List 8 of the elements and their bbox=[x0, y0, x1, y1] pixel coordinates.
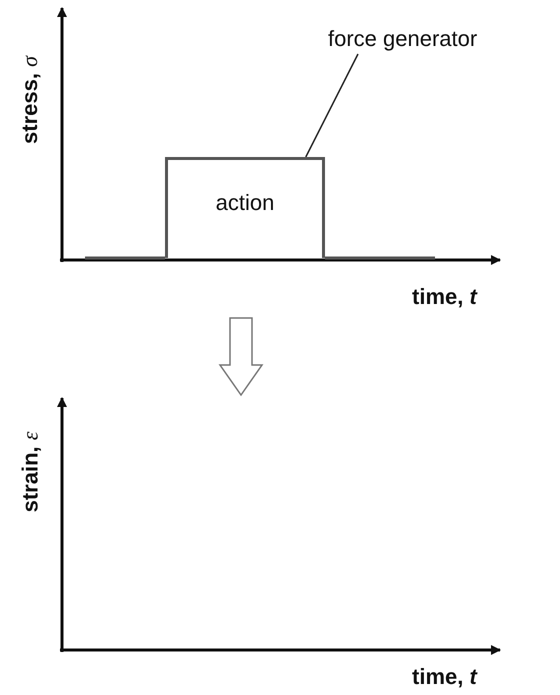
axis-label: time, t bbox=[412, 664, 477, 690]
leader-line bbox=[305, 54, 359, 158]
axis-label: strain, ε bbox=[16, 432, 43, 512]
callout-label: force generator bbox=[328, 26, 528, 54]
pulse-signal bbox=[165, 157, 325, 258]
axis-label: stress, σ bbox=[16, 56, 43, 144]
pulse-label: action bbox=[216, 190, 274, 216]
axis-label: time, t bbox=[412, 284, 477, 310]
